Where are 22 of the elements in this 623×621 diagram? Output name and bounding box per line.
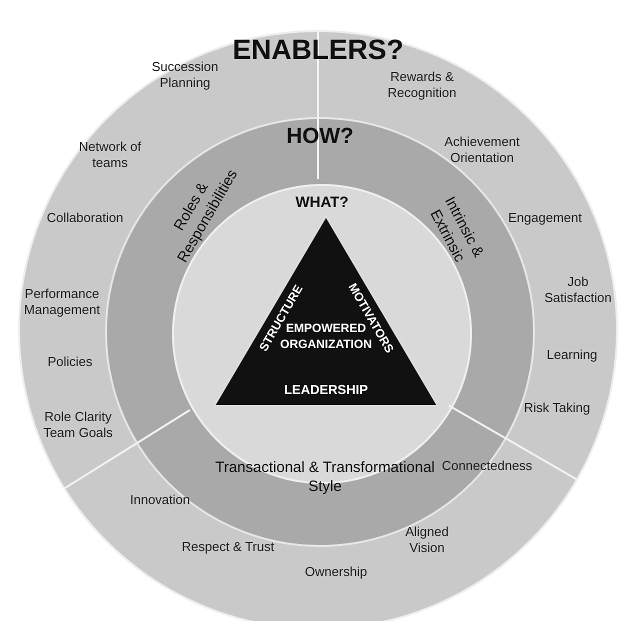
- enabler-label: Collaboration: [46, 210, 124, 226]
- enabler-label: Performance Management: [23, 286, 101, 318]
- enabler-label: Engagement: [507, 210, 583, 226]
- enabler-label: Rewards & Recognition: [386, 68, 458, 101]
- enabler-label: Network of teams: [78, 138, 142, 171]
- enabler-label: Aligned Vision: [404, 524, 450, 556]
- ring-label: Transactional & Transformational Style: [215, 459, 435, 496]
- ring-title: WHAT?: [295, 194, 349, 211]
- enabler-label: Connectedness: [440, 458, 534, 474]
- enabler-label: Role Clarity Team Goals: [42, 408, 114, 441]
- enabler-label: Learning: [546, 347, 598, 364]
- enabler-label: Risk Taking: [522, 400, 592, 416]
- side-label: LEADERSHIP: [283, 381, 369, 399]
- enabler-label: Innovation: [129, 492, 191, 508]
- enabler-label: Respect & Trust: [180, 539, 276, 556]
- enabler-label: Job Satisfaction: [543, 274, 613, 306]
- ring-title: HOW?: [286, 123, 354, 149]
- enabler-label: Achievement Orientation: [443, 134, 521, 166]
- enabler-label: Policies: [46, 354, 94, 370]
- enabler-label: Ownership: [304, 564, 368, 580]
- ring-title: ENABLERS?: [232, 34, 404, 66]
- enabler-label: Succession Planning: [150, 58, 220, 91]
